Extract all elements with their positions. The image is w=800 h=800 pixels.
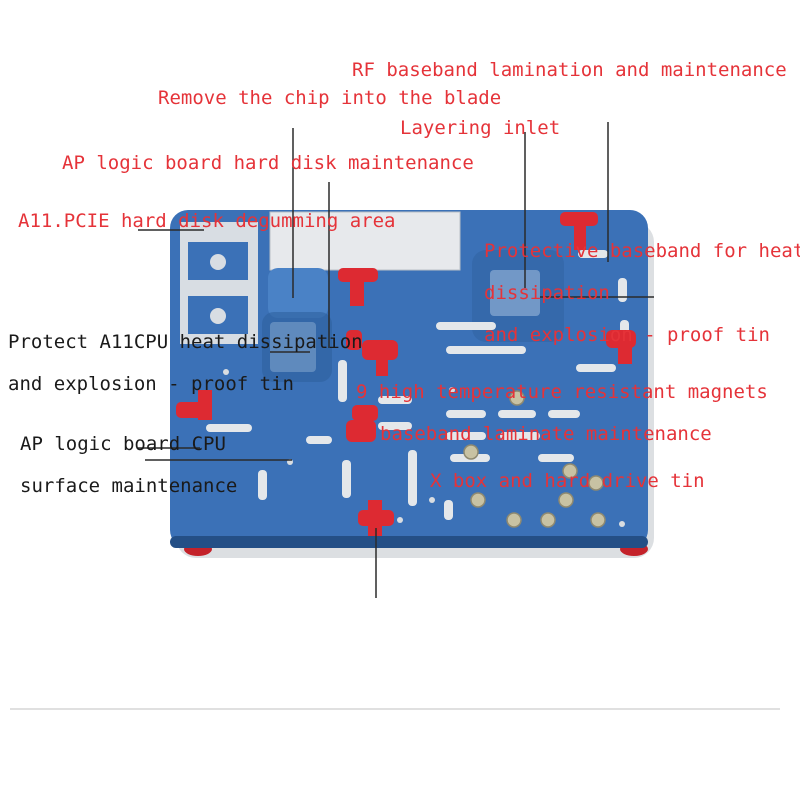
clamp (358, 500, 394, 536)
label-protective-baseband-2: dissipation (484, 282, 610, 304)
label-rf-baseband: RF baseband lamination and maintenance (352, 59, 787, 81)
label-protective-baseband-1: Protective baseband for heat (484, 240, 800, 262)
label-protect-a11cpu-1: Protect A11CPU heat dissipation (8, 331, 363, 353)
magnets (463, 390, 606, 528)
blade-plate (269, 211, 461, 271)
red-clamps (176, 212, 636, 536)
clamp (176, 390, 212, 420)
callout-lines (138, 122, 654, 598)
label-protect-a11cpu-2: and explosion - proof tin (8, 373, 294, 395)
label-ap-cpu-1: AP logic board CPU (20, 433, 226, 455)
label-baseband-laminate: baseband laminate maintenance (380, 423, 712, 445)
a11-pcie-rack (180, 222, 258, 344)
clamp (560, 212, 598, 250)
clamp (338, 268, 378, 306)
baseband-heat-pad (490, 270, 540, 316)
label-ap-hard-disk: AP logic board hard disk maintenance (62, 152, 474, 174)
label-magnets: 9 high temperature resistant magnets (356, 381, 768, 403)
label-layering-inlet: Layering inlet (400, 117, 561, 139)
label-protective-baseband-3: and explosion - proof tin (484, 324, 770, 346)
clamp (606, 330, 636, 364)
label-x-box: X box and hard drive tin (430, 470, 705, 492)
label-remove-chip: Remove the chip into the blade (158, 87, 502, 109)
label-ap-cpu-2: surface maintenance (20, 475, 238, 497)
clamp (346, 405, 378, 442)
label-a11-pcie: A11.PCIE hard disk degumming area (18, 210, 396, 232)
clamp (362, 340, 398, 376)
board-slots (206, 250, 629, 520)
clamp (346, 330, 362, 350)
